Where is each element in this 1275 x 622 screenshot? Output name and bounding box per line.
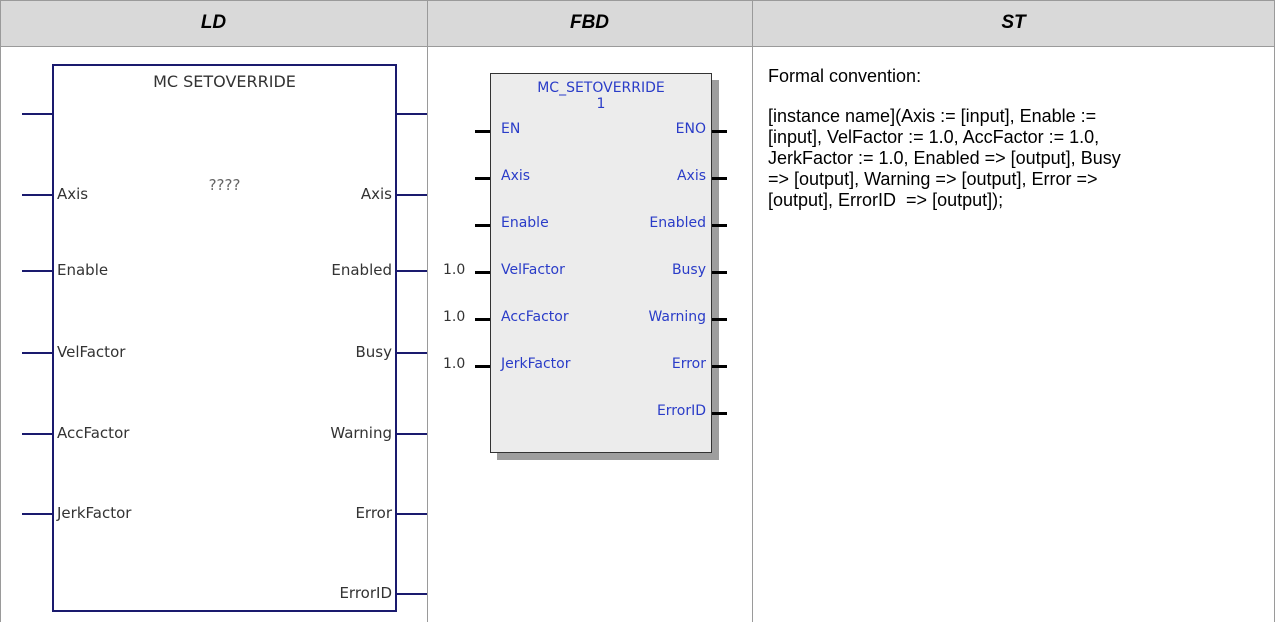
fbd-output-label: Axis	[676, 168, 706, 184]
ld-output-label: ErrorID	[339, 584, 392, 602]
fbd-input-label: EN	[501, 121, 521, 137]
fbd-function-block[interactable]	[490, 73, 712, 453]
fbd-input-constant[interactable]: 1.0	[443, 309, 466, 325]
st-code-line: [instance name](Axis := [input], Enable …	[768, 106, 1097, 126]
header-fbd: FBD	[569, 12, 610, 33]
header-ld: LD	[200, 12, 227, 33]
st-code-line: JerkFactor := 1.0, Enabled => [output], …	[768, 148, 1121, 168]
table-header-divider	[0, 46, 1275, 47]
fbd-output-pin[interactable]	[712, 318, 727, 321]
ld-output-label: Axis	[360, 185, 392, 203]
fbd-instance-number[interactable]: 1	[596, 96, 606, 112]
fbd-output-pin[interactable]	[712, 130, 727, 133]
fbd-output-pin[interactable]	[712, 365, 727, 368]
fbd-input-pin[interactable]	[475, 224, 490, 227]
st-code-line: [input], VelFactor := 1.0, AccFactor := …	[768, 127, 1100, 147]
fbd-input-label: VelFactor	[501, 262, 565, 278]
ld-instance-name[interactable]: ????	[208, 176, 241, 194]
ld-output-label: Busy	[355, 343, 393, 361]
fbd-output-pin[interactable]	[712, 271, 727, 274]
fbd-input-pin[interactable]	[475, 318, 490, 321]
table-border-left	[0, 0, 1, 622]
fbd-input-pin[interactable]	[475, 130, 490, 133]
ld-output-pin[interactable]	[397, 352, 427, 354]
st-code-line: [output], ErrorID => [output]);	[768, 190, 1004, 210]
fbd-output-label: ErrorID	[656, 403, 706, 419]
fbd-input-pin[interactable]	[475, 177, 490, 180]
header-st: ST	[1001, 12, 1026, 33]
table-header-row	[0, 0, 1275, 46]
fbd-output-label: Error	[671, 356, 706, 372]
fbd-block-title: MC_SETOVERRIDE	[537, 80, 665, 96]
ld-output-pin[interactable]	[397, 194, 427, 196]
ld-power-rail-out	[397, 113, 427, 115]
fbd-output-pin[interactable]	[712, 412, 727, 415]
st-code-line: => [output], Warning => [output], Error …	[768, 169, 1098, 189]
ld-output-label: Warning	[330, 424, 392, 442]
fbd-input-label: JerkFactor	[501, 356, 571, 372]
fbd-output-label: Busy	[671, 262, 706, 278]
table-border-top	[0, 0, 1275, 1]
ld-output-pin[interactable]	[397, 513, 427, 515]
fbd-input-label: AccFactor	[501, 309, 569, 325]
fbd-output-pin[interactable]	[712, 224, 727, 227]
ld-output-pin[interactable]	[397, 433, 427, 435]
fbd-input-label: Axis	[501, 168, 531, 184]
fbd-input-pin[interactable]	[475, 365, 490, 368]
fbd-input-label: Enable	[501, 215, 549, 231]
column-divider-2	[752, 0, 753, 622]
ld-block-title: MC SETOVERRIDE	[153, 72, 296, 91]
ld-power-rail-in	[22, 113, 52, 115]
ld-output-label: Error	[355, 504, 392, 522]
fbd-output-label: Enabled	[649, 215, 706, 231]
ld-input-pin[interactable]	[22, 270, 52, 272]
ld-output-pin[interactable]	[397, 270, 427, 272]
ld-output-pin[interactable]	[397, 593, 427, 595]
ld-input-label: AccFactor	[57, 424, 130, 442]
ld-input-pin[interactable]	[22, 194, 52, 196]
ld-input-label: JerkFactor	[57, 504, 132, 522]
ld-function-block[interactable]	[52, 64, 397, 612]
ld-input-pin[interactable]	[22, 433, 52, 435]
ld-output-label: Enabled	[331, 261, 392, 279]
ld-input-label: VelFactor	[57, 343, 126, 361]
fbd-input-constant[interactable]: 1.0	[443, 356, 466, 372]
ld-input-label: Axis	[57, 185, 89, 203]
ld-input-pin[interactable]	[22, 352, 52, 354]
fbd-input-pin[interactable]	[475, 271, 490, 274]
ld-input-pin[interactable]	[22, 513, 52, 515]
column-divider-1	[427, 0, 428, 622]
fbd-input-constant[interactable]: 1.0	[443, 262, 466, 278]
st-heading: Formal convention:	[768, 66, 922, 86]
fbd-output-pin[interactable]	[712, 177, 727, 180]
fbd-output-label: ENO	[675, 121, 706, 137]
ld-input-label: Enable	[57, 261, 109, 279]
fbd-output-label: Warning	[648, 309, 706, 325]
